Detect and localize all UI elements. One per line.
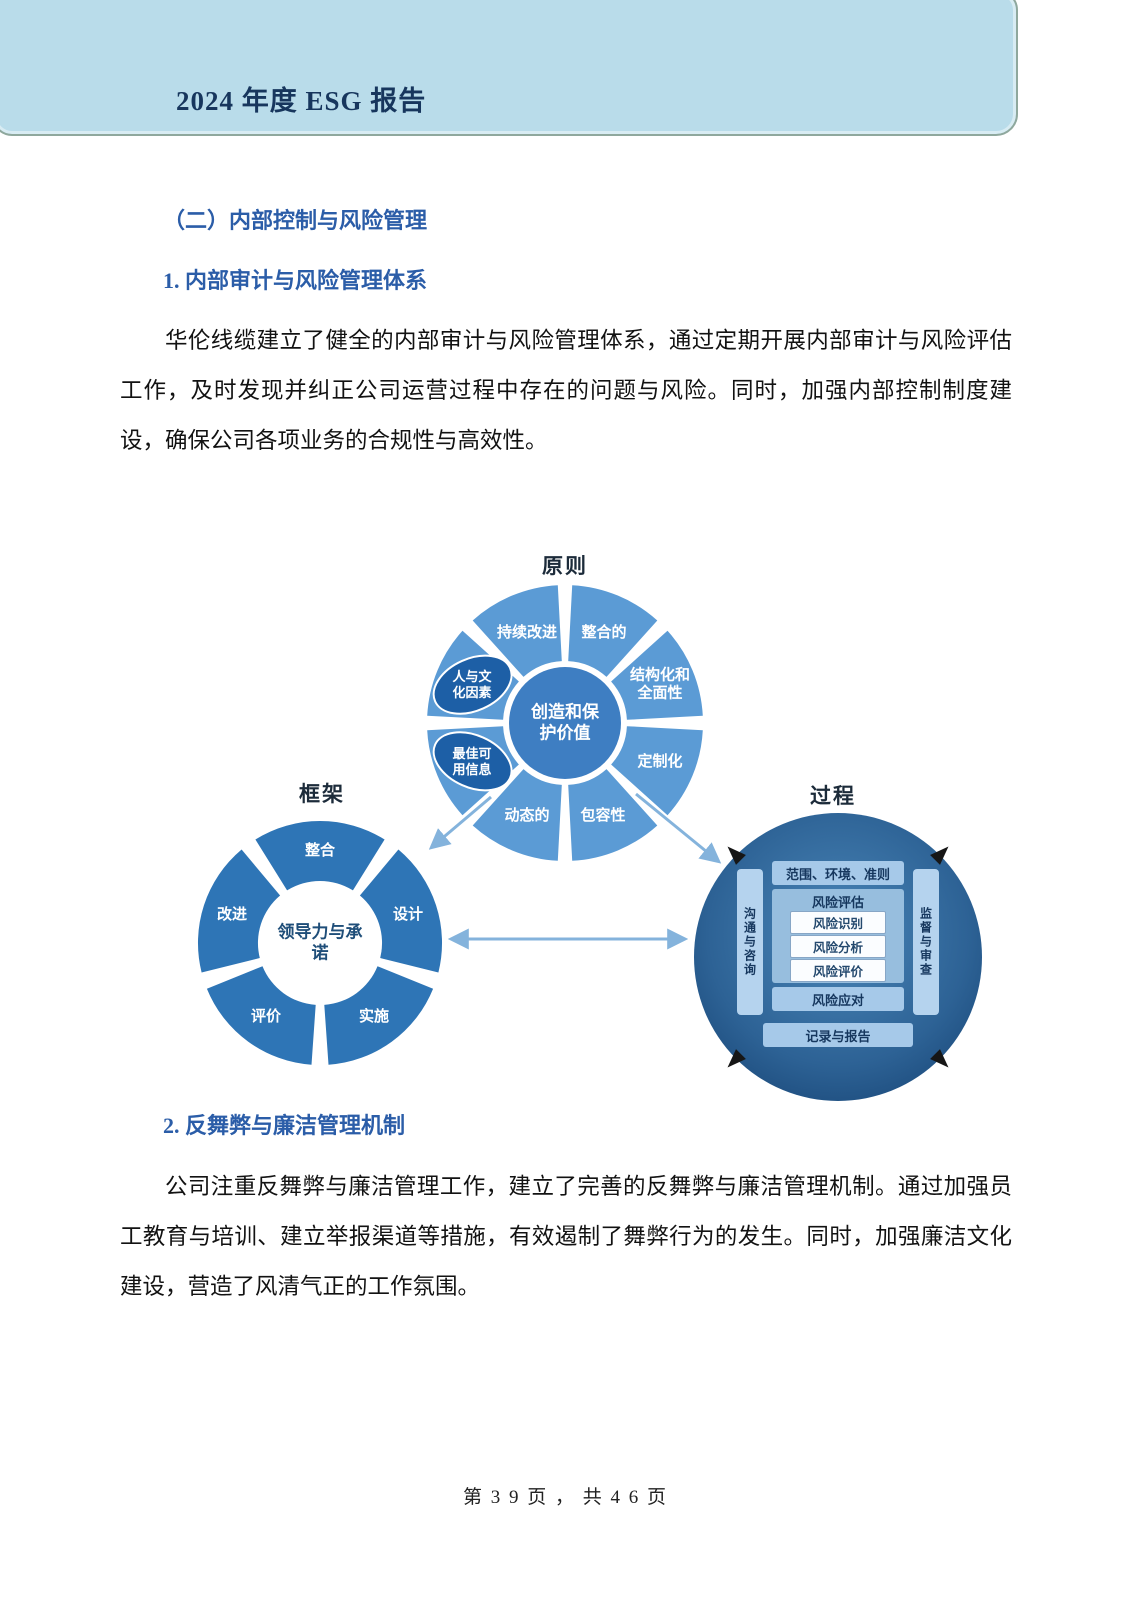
segment-design: 设计 <box>392 905 424 923</box>
monitoring-review-bar: 监督与审查 <box>913 869 939 1015</box>
segment-customized: 定制化 <box>637 752 683 770</box>
principles-center-label: 创造和保护价值 <box>531 702 599 742</box>
report-banner: 2024 年度 ESG 报告 <box>0 0 1018 136</box>
risk-identification-box: 风险识别 <box>790 911 886 934</box>
segment-integrated: 整合的 <box>581 623 627 641</box>
principles-center-circle <box>509 667 621 779</box>
process-arrow-ne <box>930 846 949 865</box>
framework-wheel <box>197 820 443 1065</box>
connector-arrows <box>428 792 722 950</box>
process-title: 过程 <box>810 785 856 809</box>
segment-improvement: 改进 <box>216 905 248 923</box>
paragraph-1: 华伦线缆建立了健全的内部审计与风险管理体系，通过定期开展内部审计与风险评估工作，… <box>120 328 1012 453</box>
risk-management-diagram: 原则 持续改进 整合的 结构化和全面性 定制化 包容性 动态的 最佳可用信息 人… <box>0 545 1131 1105</box>
arrow-principles-to-framework <box>428 795 492 850</box>
best-info-badge <box>432 731 513 792</box>
subsection-1-heading: 1. 内部审计与风险管理体系 <box>163 268 428 293</box>
segment-continuous-improvement: 持续改进 <box>496 623 558 641</box>
risk-assessment-box: 风险评估 风险识别 风险分析 风险评价 <box>772 889 904 983</box>
record-report-box: 记录与报告 <box>763 1023 913 1047</box>
human-culture-badge <box>432 654 513 715</box>
process-arrow-se <box>930 1049 949 1068</box>
segment-dynamic: 动态的 <box>504 806 550 824</box>
diagram-shapes <box>197 585 982 1101</box>
scope-context-criteria-box: 范围、环境、准则 <box>772 861 904 885</box>
principles-wheel <box>427 585 703 861</box>
framework-center-circle <box>262 885 378 1001</box>
risk-assessment-label: 风险评估 <box>811 895 864 910</box>
segment-integration: 整合 <box>304 841 336 859</box>
badge-best-available-info: 最佳可用信息 <box>452 746 492 777</box>
process-arrow-nw <box>727 846 746 865</box>
arrow-principles-to-process <box>635 792 722 864</box>
risk-evaluation-box: 风险评价 <box>790 959 886 982</box>
subsection-2-heading: 2. 反舞弊与廉洁管理机制 <box>163 1113 406 1138</box>
banner-title: 2024 年度 ESG 报告 <box>176 86 427 116</box>
process-arrow-sw <box>727 1049 746 1068</box>
segment-implementation: 实施 <box>358 1007 390 1025</box>
badge-human-culture-factors: 人与文化因素 <box>452 669 492 700</box>
segment-evaluation: 评价 <box>250 1007 282 1025</box>
framework-title: 框架 <box>299 783 345 807</box>
framework-center-label: 领导力与承诺 <box>277 922 363 962</box>
risk-treatment-box: 风险应对 <box>772 987 904 1011</box>
segment-structured-comprehensive: 结构化和全面性 <box>629 666 690 702</box>
communication-consultation-bar: 沟通与咨询 <box>737 869 763 1015</box>
segment-inclusive: 包容性 <box>580 806 626 824</box>
section-heading: （二）内部控制与风险管理 <box>163 208 428 233</box>
page-footer: 第 3 9 页 ， 共 4 6 页 <box>462 1487 668 1508</box>
principles-title: 原则 <box>542 555 588 579</box>
risk-analysis-box: 风险分析 <box>790 935 886 958</box>
paragraph-2: 公司注重反舞弊与廉洁管理工作，建立了完善的反舞弊与廉洁管理机制。通过加强员工教育… <box>120 1174 1012 1299</box>
